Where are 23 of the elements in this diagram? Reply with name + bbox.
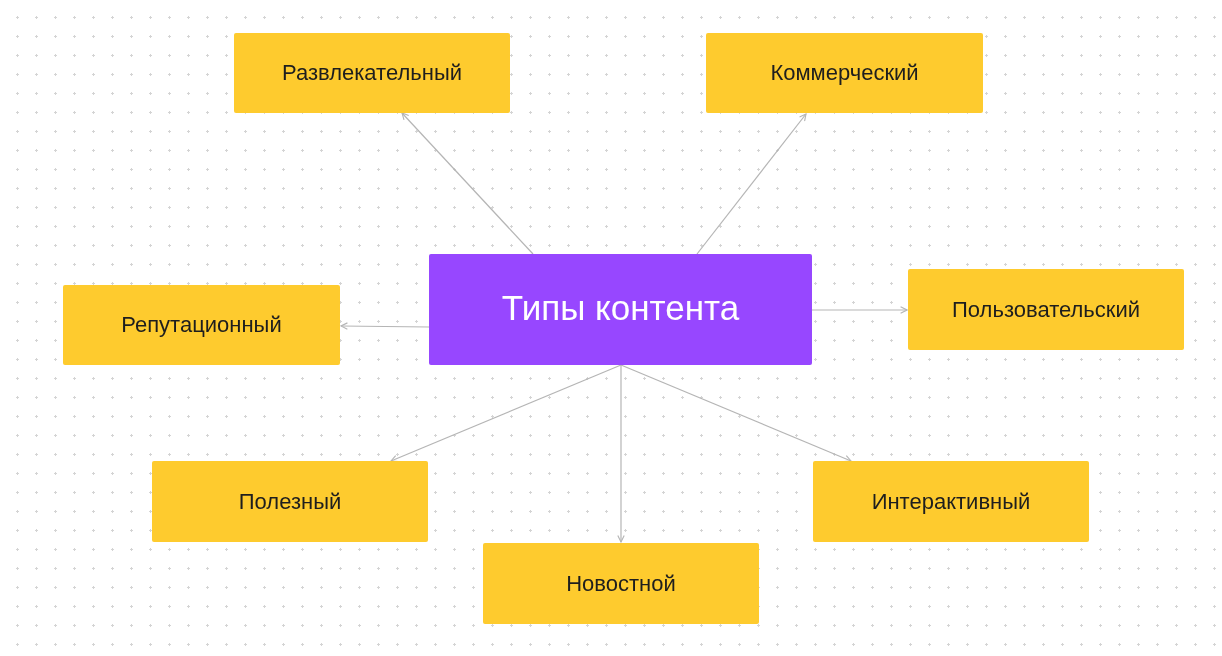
node-label: Новостной <box>566 570 676 597</box>
node-label: Пользовательский <box>952 296 1140 323</box>
node-label: Развлекательный <box>282 60 462 86</box>
category-box <box>234 33 510 113</box>
central-topic-box <box>429 254 812 365</box>
node-label: Интерактивный <box>871 488 1031 515</box>
arrow <box>340 322 430 330</box>
node-label: Репутационный <box>121 312 282 338</box>
node-label: Коммерческий <box>770 60 919 86</box>
arrow <box>617 364 625 543</box>
arrow <box>696 113 807 255</box>
category-box <box>152 461 428 542</box>
arrow <box>401 112 534 255</box>
arrow <box>811 306 908 314</box>
arrow <box>620 364 852 463</box>
node-label: Полезный <box>238 488 342 515</box>
arrow <box>390 364 622 463</box>
category-box <box>813 461 1089 542</box>
category-box <box>483 543 759 624</box>
category-box <box>63 285 340 365</box>
category-box <box>908 269 1184 350</box>
node-label: Типы контента <box>501 288 740 329</box>
category-box <box>706 33 983 113</box>
